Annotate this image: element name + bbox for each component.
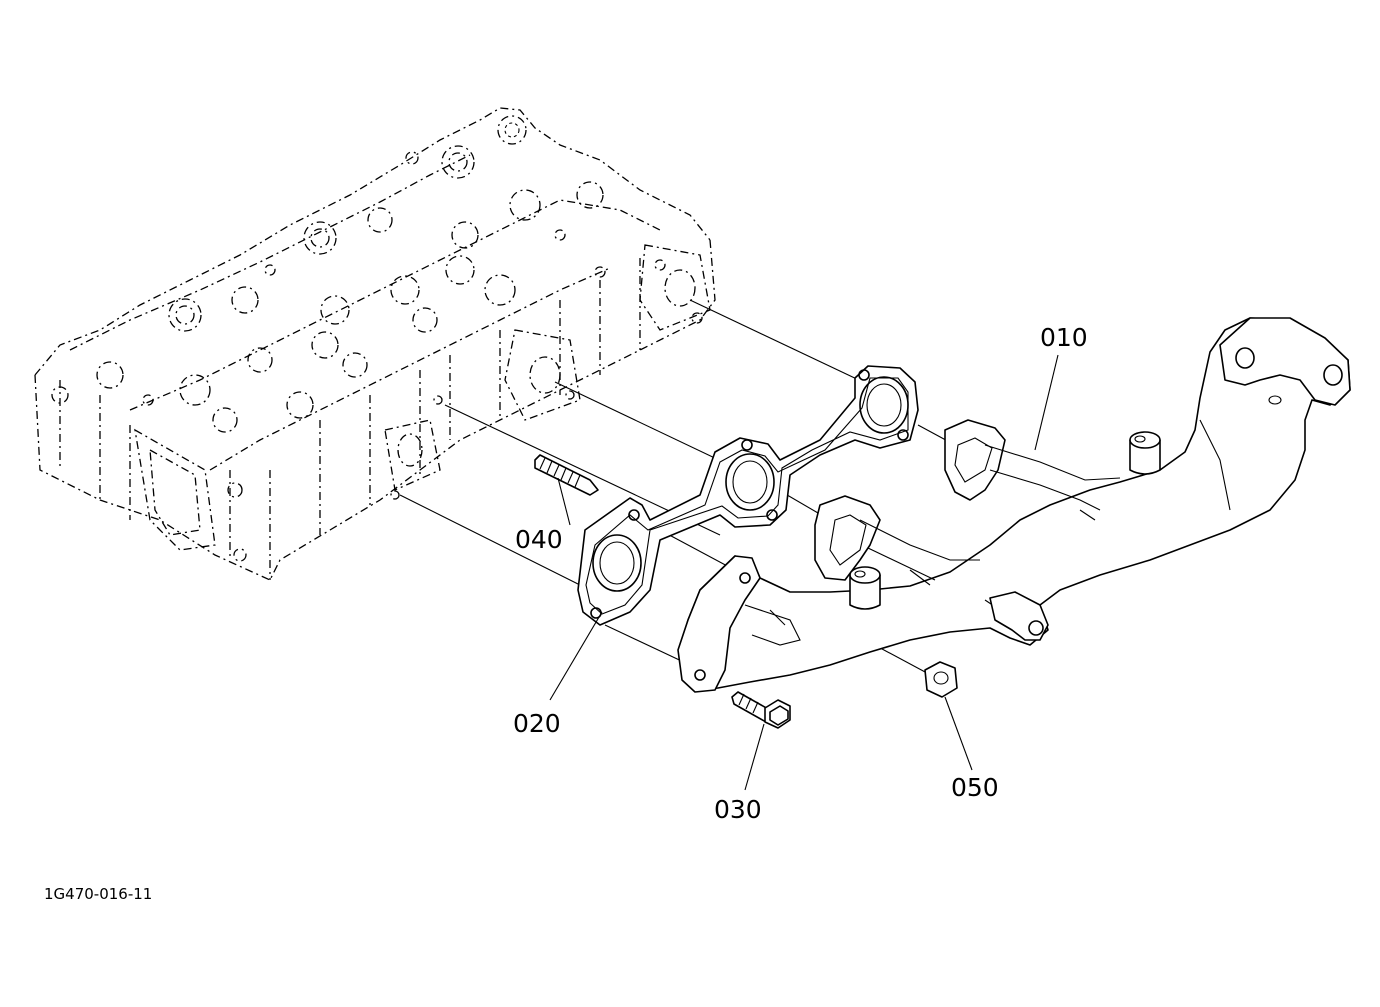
stud-bolt <box>534 454 599 496</box>
callout-050: 050 <box>951 773 999 802</box>
cylinder-head-phantom <box>34 107 716 581</box>
alignment-lines <box>399 299 956 681</box>
callout-020: 020 <box>513 709 561 738</box>
figure-id: 1G470-016-11 <box>44 885 152 903</box>
callout-040: 040 <box>515 525 563 554</box>
flange-nut <box>924 661 958 698</box>
exhaust-manifold <box>677 317 1351 693</box>
callout-labels: 010 020 030 040 050 1G470-016-11 <box>44 323 1088 903</box>
exhaust-manifold-gasket <box>577 365 919 626</box>
callout-030: 030 <box>714 795 762 824</box>
flange-bolt <box>731 691 791 729</box>
callout-010: 010 <box>1040 323 1088 352</box>
leader-lines <box>549 354 1059 791</box>
